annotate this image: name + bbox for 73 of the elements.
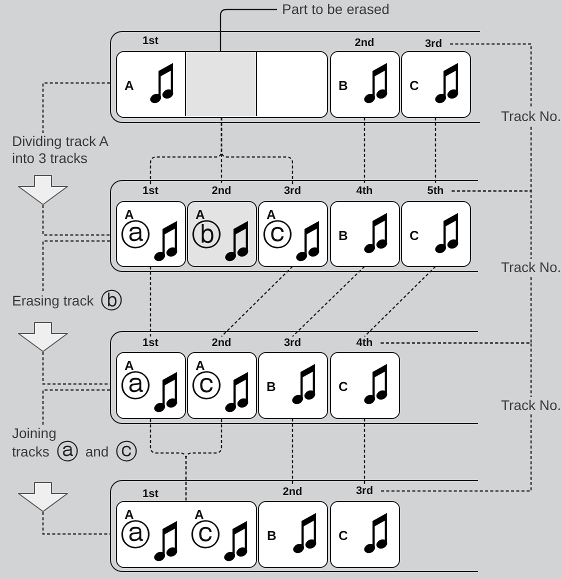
track-letter: A — [124, 358, 134, 372]
track-letter: B — [266, 378, 276, 394]
track-strip — [110, 31, 480, 123]
track-letter: B — [338, 228, 348, 242]
connector-line — [364, 418, 366, 484]
connector-line — [221, 266, 293, 337]
track-letter: A — [266, 206, 276, 222]
connector-line — [150, 266, 152, 336]
track-number: 1st — [142, 336, 158, 350]
track-tile — [330, 352, 400, 418]
leader-line — [380, 342, 532, 397]
connector-line — [364, 118, 366, 184]
leader-line — [452, 190, 532, 259]
track-letter: A — [124, 206, 134, 222]
track-number: 3rd — [424, 38, 442, 50]
connector-line — [42, 512, 110, 535]
track-number: 3rd — [356, 484, 374, 498]
track-tile — [116, 50, 328, 118]
leader-line — [381, 414, 532, 492]
shaded-section — [185, 52, 256, 116]
track-letter: C — [338, 378, 348, 394]
connector-line — [220, 118, 294, 184]
leader-line — [220, 8, 277, 52]
track-letter: A — [124, 78, 134, 92]
connector-line — [292, 266, 365, 337]
step-label: Joining tracks ⓐ and ⓒ — [12, 425, 138, 464]
connector-line — [42, 82, 110, 133]
track-letter: B — [267, 528, 276, 542]
track-number: 3rd — [284, 336, 302, 350]
connector-line — [42, 205, 110, 236]
connector-line — [185, 418, 222, 500]
track-strip — [110, 180, 478, 272]
track-number: 2nd — [212, 184, 232, 198]
connector-line — [292, 418, 294, 486]
track-number: 2nd — [282, 486, 302, 498]
circled-letter: ⓑ — [192, 220, 222, 250]
circled-letter: ⓐ — [120, 520, 150, 550]
leader-line — [450, 43, 532, 108]
track-letter: C — [338, 528, 348, 542]
callout-text: Part to be erased — [282, 1, 390, 18]
track-number: 1st — [142, 34, 158, 48]
track-letter: A — [124, 506, 134, 522]
track-number: 4th — [356, 184, 373, 198]
track-letter: A — [194, 506, 204, 522]
connector-line — [364, 266, 436, 337]
circled-letter: ⓐ — [120, 220, 150, 250]
connector-line — [42, 352, 110, 385]
track-letter: A — [196, 358, 205, 372]
connector-line — [434, 118, 436, 184]
track-strip — [110, 480, 478, 572]
callout-text: Track No. — [501, 108, 562, 125]
track-number: 1st — [142, 488, 158, 500]
track-number: 3rd — [284, 184, 302, 198]
circled-letter: ⓐ — [120, 372, 150, 402]
track-number: 2nd — [212, 336, 232, 350]
step-label: Erasing track ⓑ — [12, 291, 123, 313]
connector-line — [42, 389, 110, 425]
track-number: 2nd — [354, 36, 374, 50]
step-label: Dividing track A into 3 tracks — [12, 133, 108, 167]
circled-letter: ⓒ — [190, 520, 220, 550]
track-letter: C — [410, 78, 419, 92]
track-strip — [110, 331, 478, 424]
track-number: 5th — [427, 184, 444, 198]
circled-letter: ⓒ — [262, 220, 292, 250]
track-letter: B — [338, 78, 348, 92]
track-number: 1st — [142, 184, 158, 198]
connector-line — [42, 240, 110, 291]
callout-text: Track No. — [501, 259, 562, 276]
callout-text: Track No. — [501, 397, 562, 414]
circled-letter: ⓒ — [192, 372, 222, 402]
track-number: 4th — [356, 336, 373, 350]
track-letter: C — [410, 228, 419, 242]
track-letter: A — [196, 206, 205, 222]
